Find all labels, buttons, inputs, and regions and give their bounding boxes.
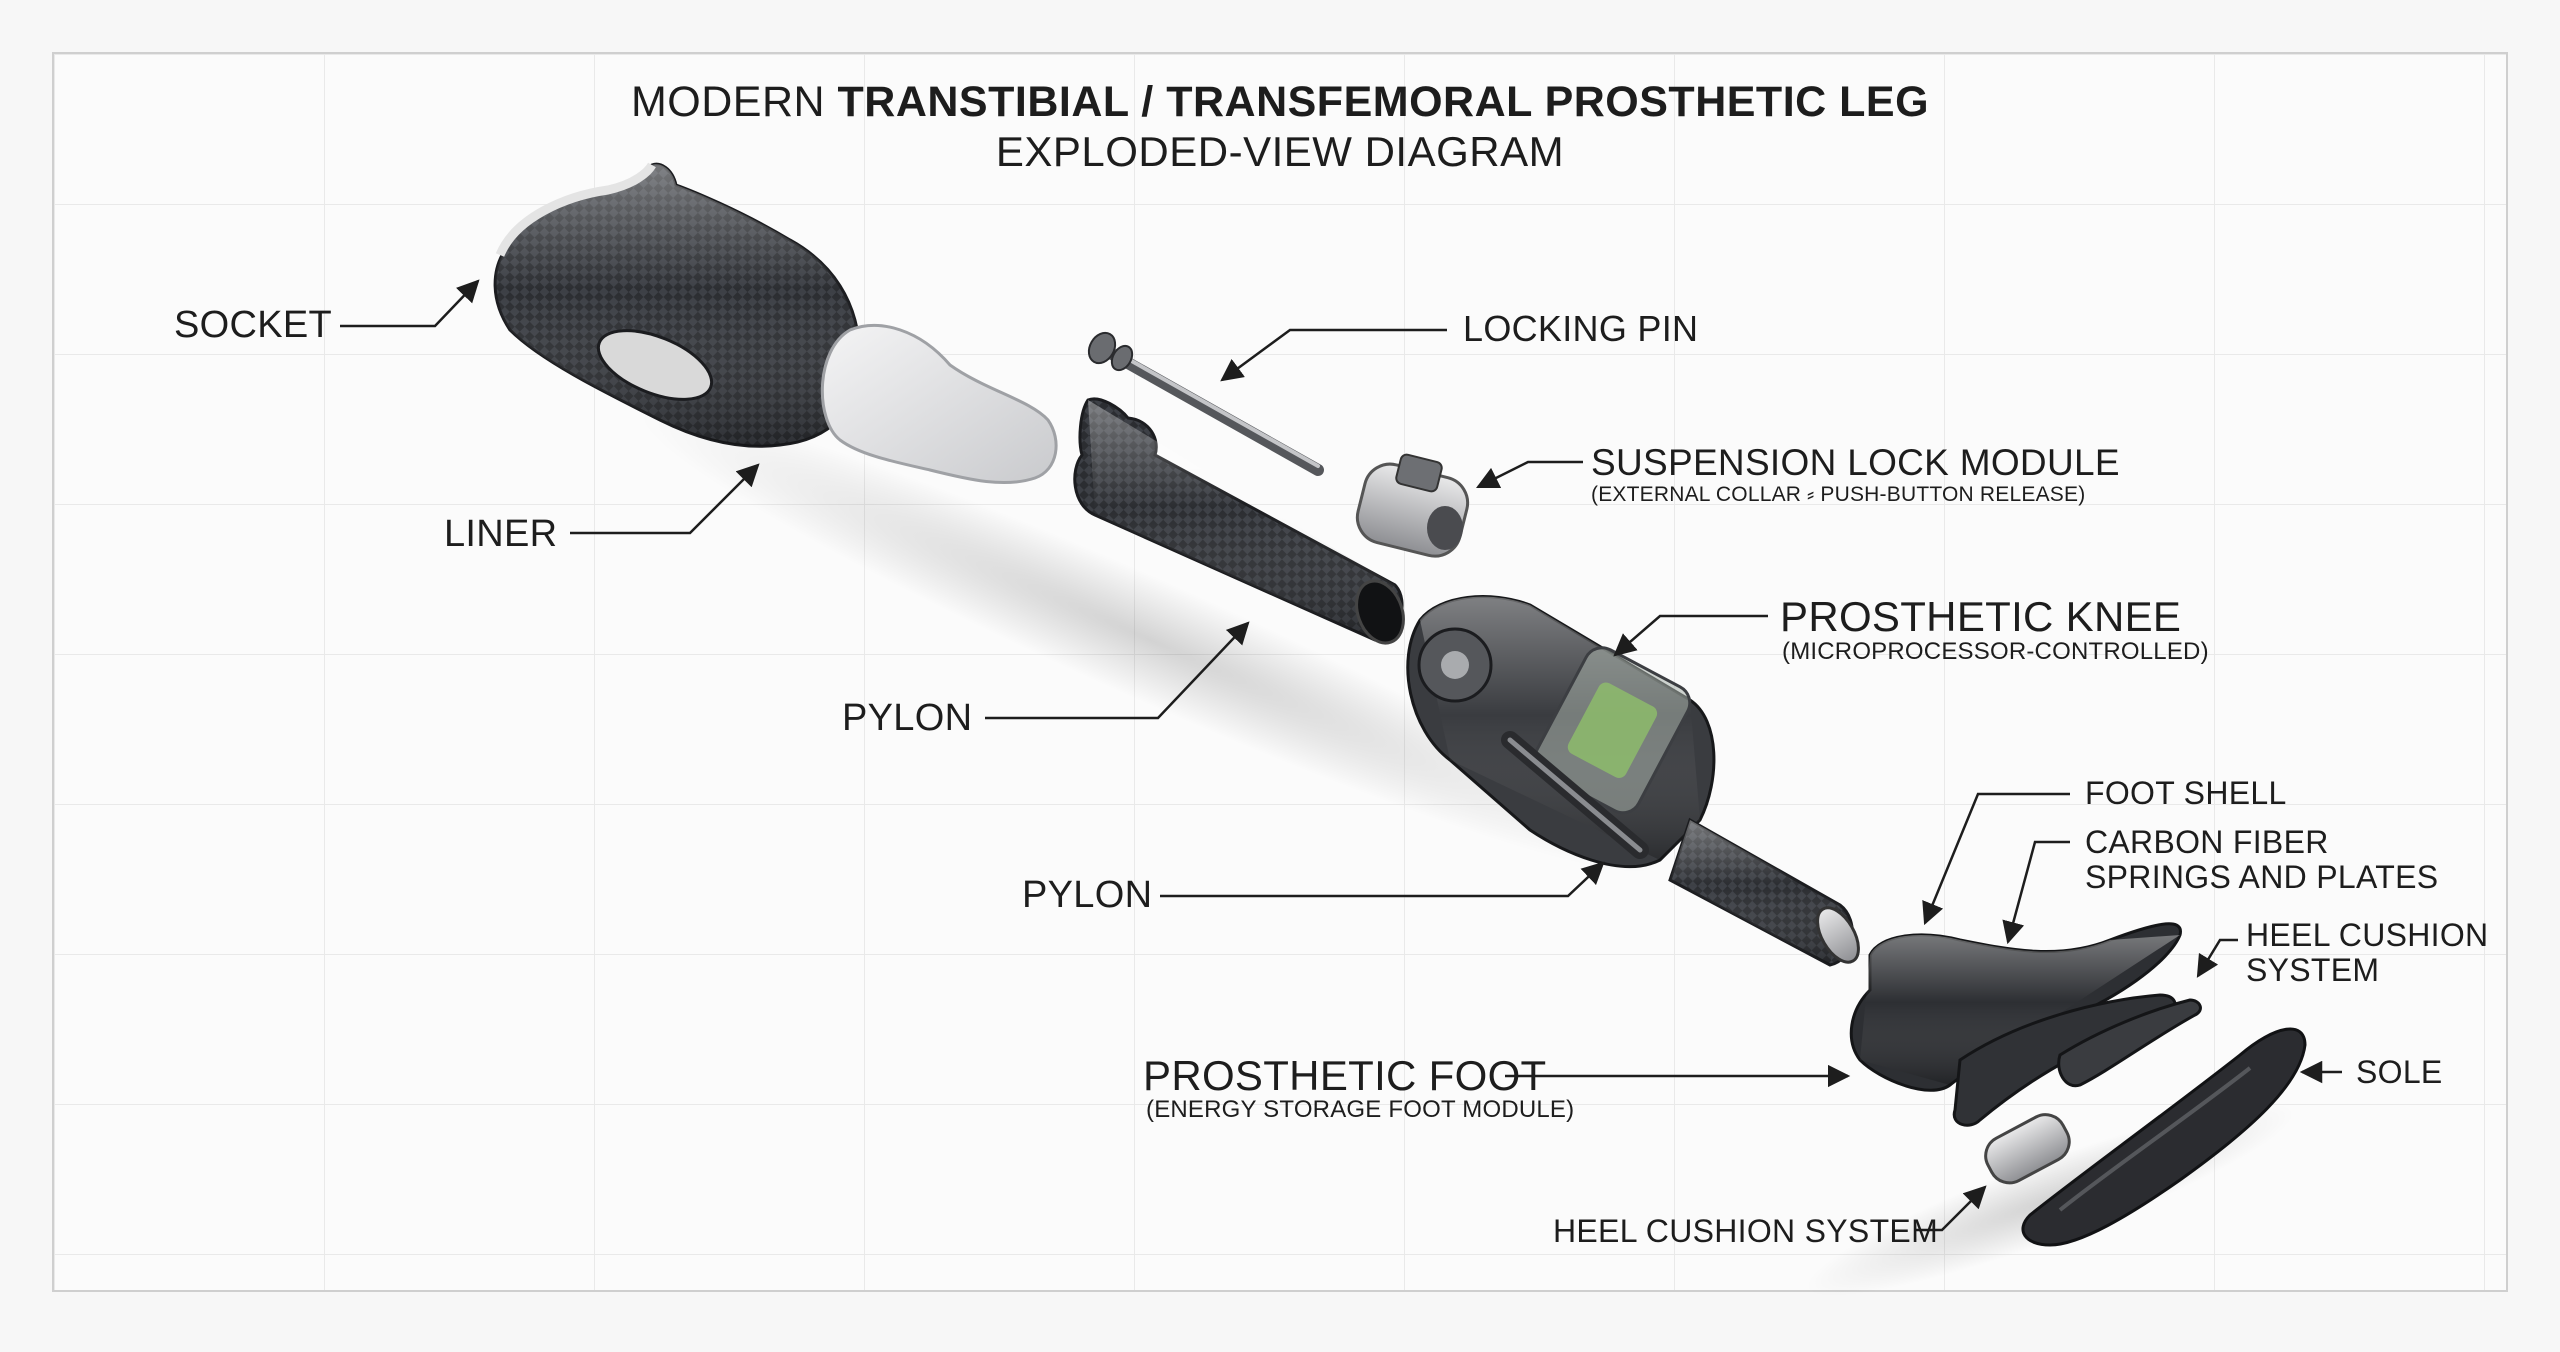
suspension-lock-part [1355,453,1470,558]
foot-shell-leader [1922,792,2070,926]
locking-pin-part [1087,331,1324,476]
label-carbon-fiber-2: SPRINGS AND PLATES [2085,859,2439,895]
liner-part [820,324,1058,485]
carbon-springs-part [1952,993,2202,1127]
carbon-fiber-leader [2002,840,2070,945]
sole-part [2021,1027,2307,1247]
heel-cushion-bottom-leader [1915,1185,1987,1232]
shadow-upper [637,405,1663,875]
label-sole: SOLE [2356,1054,2443,1090]
liner-leader [570,463,760,535]
label-locking-pin: LOCKING PIN [1463,308,1699,349]
leader-lines [340,279,2342,1232]
pylon-lower-leader [1160,861,1605,898]
label-prosthetic-knee-sub: (MICROPROCESSOR-CONTROLLED) [1782,638,2209,665]
label-foot-shell: FOOT SHELL [2085,775,2287,811]
knee-leader [1613,614,1768,657]
diagram-subtitle: EXPLODED-VIEW DIAGRAM [995,128,1565,175]
label-carbon-fiber-1: CARBON FIBER [2085,824,2329,860]
label-suspension-lock-sub: (EXTERNAL COLLAR ⸗ PUSH-BUTTON RELEASE) [1591,483,2086,506]
label-suspension-lock: SUSPENSION LOCK MODULE [1591,442,2120,483]
socket-part [493,162,862,448]
heel-cushion-part [1984,1113,2071,1185]
diagram-title: MODERN TRANSTIBIAL / TRANSFEMORAL PROSTH… [0,78,2560,127]
label-socket: SOCKET [174,304,333,346]
title-prefix: MODERN [630,78,826,126]
label-heel-cushion-right-2: SYSTEM [2246,952,2380,988]
label-prosthetic-foot: PROSTHETIC FOOT [1143,1052,1547,1099]
locking-pin-leader [1220,328,1447,382]
label-heel-cushion-right-1: HEEL CUSHION [2246,917,2489,953]
label-liner: LINER [444,513,558,555]
foot-shell-part [1849,922,2182,1092]
label-prosthetic-knee: PROSTHETIC KNEE [1780,593,2182,640]
upper-pylon-part [1073,397,1405,645]
socket-leader [340,279,480,328]
prosthetic-knee-part [1406,595,1716,869]
label-prosthetic-foot-sub: (ENERGY STORAGE FOOT MODULE) [1146,1096,1575,1123]
suspension-lock-leader [1475,460,1583,489]
label-pylon-upper: PYLON [842,697,973,739]
heel-cushion-right-leader [2196,938,2238,978]
label-pylon-lower: PYLON [1022,874,1153,916]
title-bold: TRANSTIBIAL / TRANSFEMORAL PROSTHETIC LE… [837,78,1930,126]
lower-pylon-part [1668,817,1860,967]
label-heel-cushion-bottom: HEEL CUSHION SYSTEM [1553,1213,1939,1249]
pylon-upper-leader [985,621,1250,720]
